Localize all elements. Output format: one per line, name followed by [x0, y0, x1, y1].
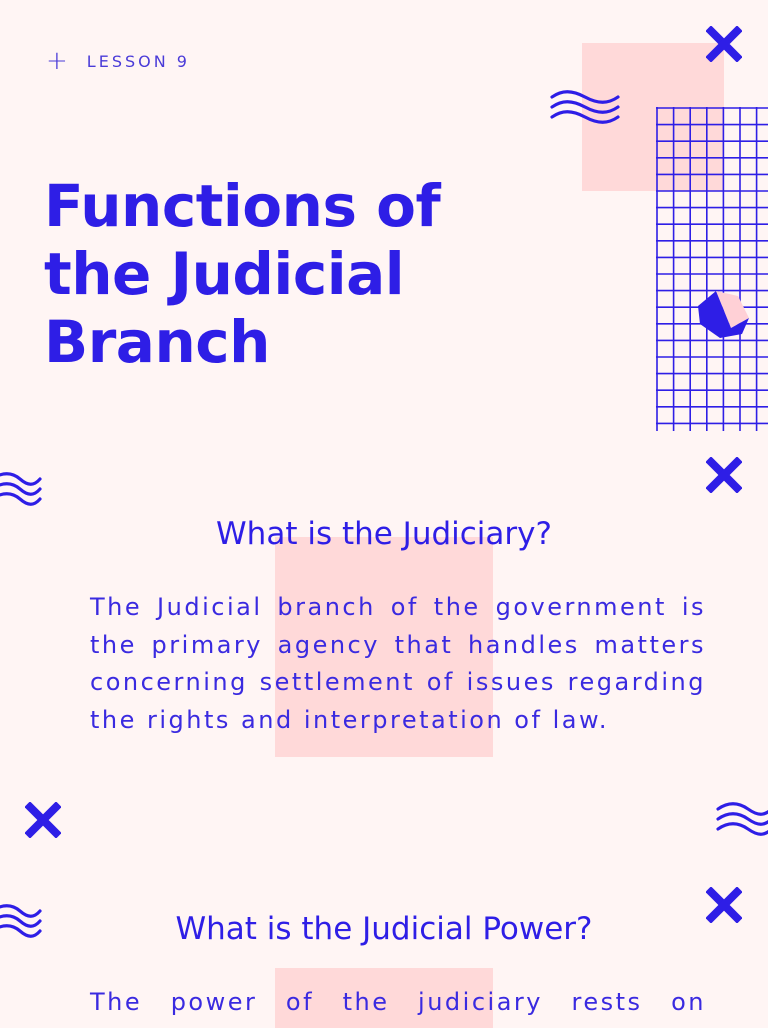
section-body-judicial-power: The power of the judiciary rests on	[90, 988, 706, 1016]
waves-icon	[0, 472, 42, 506]
decor-pink-rect-top	[582, 43, 724, 191]
plus-icon: +	[46, 46, 71, 76]
decor-pink-rect-middle	[275, 537, 493, 757]
x-mark-icon	[706, 457, 742, 493]
x-mark-icon	[706, 887, 742, 923]
decor-pink-rect-bottom	[275, 968, 493, 1028]
cube-icon	[698, 291, 749, 338]
waves-icon	[0, 904, 42, 938]
x-mark-icon	[25, 802, 61, 838]
page-title: Functions of the Judicial Branch	[44, 172, 441, 376]
section-heading-judiciary: What is the Judiciary?	[216, 516, 552, 552]
section-heading-judicial-power: What is the Judicial Power?	[175, 911, 593, 947]
grid-pattern	[656, 107, 768, 431]
title-line-3: Branch	[44, 308, 270, 376]
section-body-judiciary: The Judicial branch of the government is…	[90, 593, 706, 734]
title-line-1: Functions of	[44, 172, 441, 240]
title-line-2: the Judicial	[44, 240, 405, 308]
lesson-label: + LESSON 9	[46, 48, 190, 74]
waves-icon	[550, 90, 620, 124]
waves-icon	[716, 802, 768, 836]
x-mark-icon	[706, 26, 742, 62]
lesson-text: LESSON 9	[86, 51, 190, 71]
